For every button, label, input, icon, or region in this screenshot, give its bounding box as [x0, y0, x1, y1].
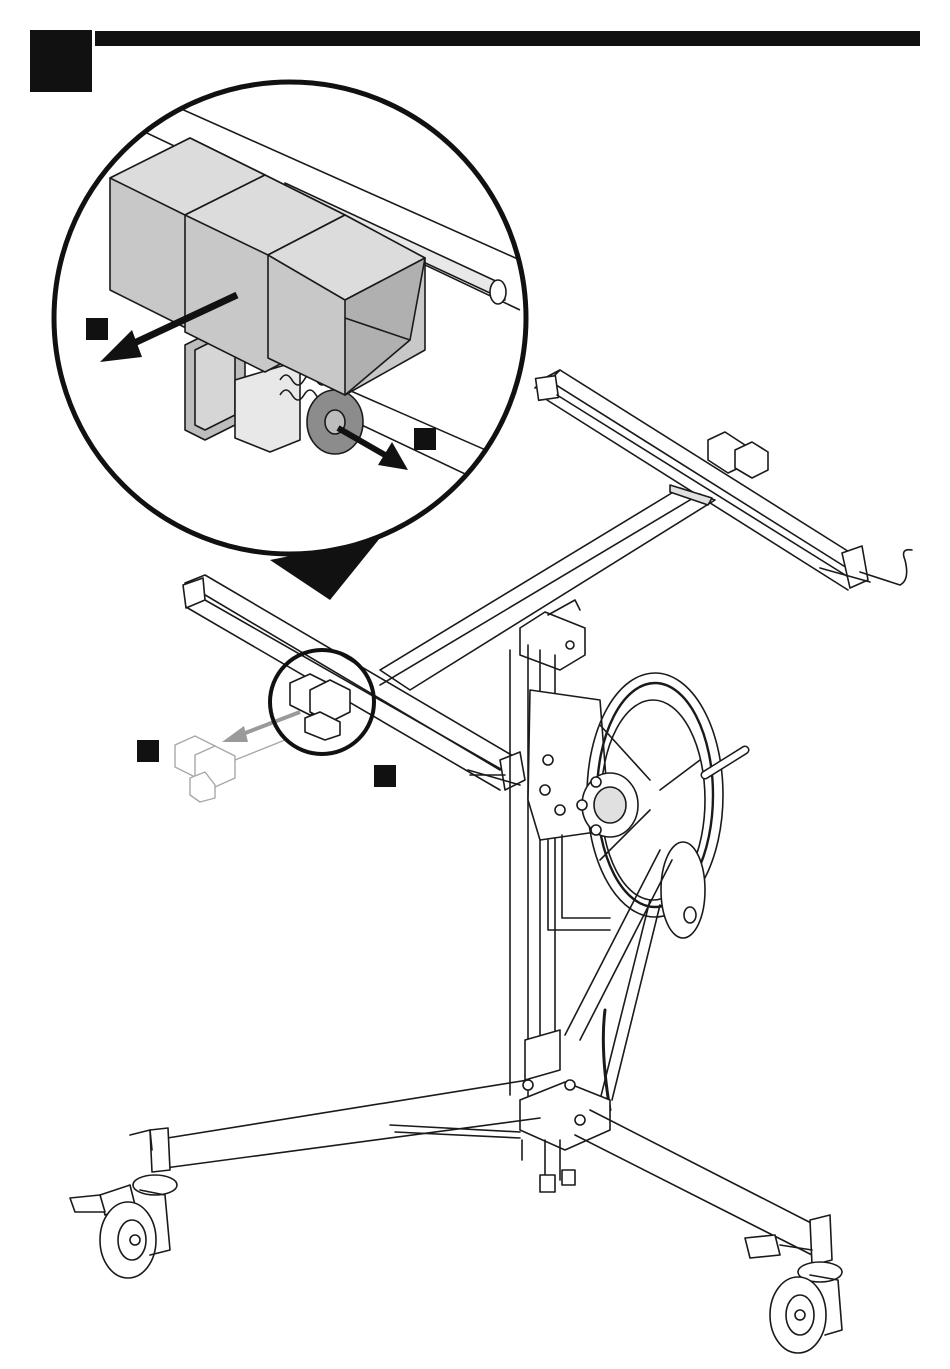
step-number-box [30, 30, 92, 92]
callout-marker-3 [137, 740, 159, 762]
ghost-part [175, 736, 285, 802]
callout-marker-4 [374, 765, 396, 787]
step-header [30, 30, 920, 92]
callout-marker-2 [414, 428, 436, 450]
arrow-icon [222, 712, 300, 742]
callout-marker-1 [86, 318, 108, 340]
header-bar [95, 31, 920, 46]
detail-zoom [54, 82, 526, 554]
